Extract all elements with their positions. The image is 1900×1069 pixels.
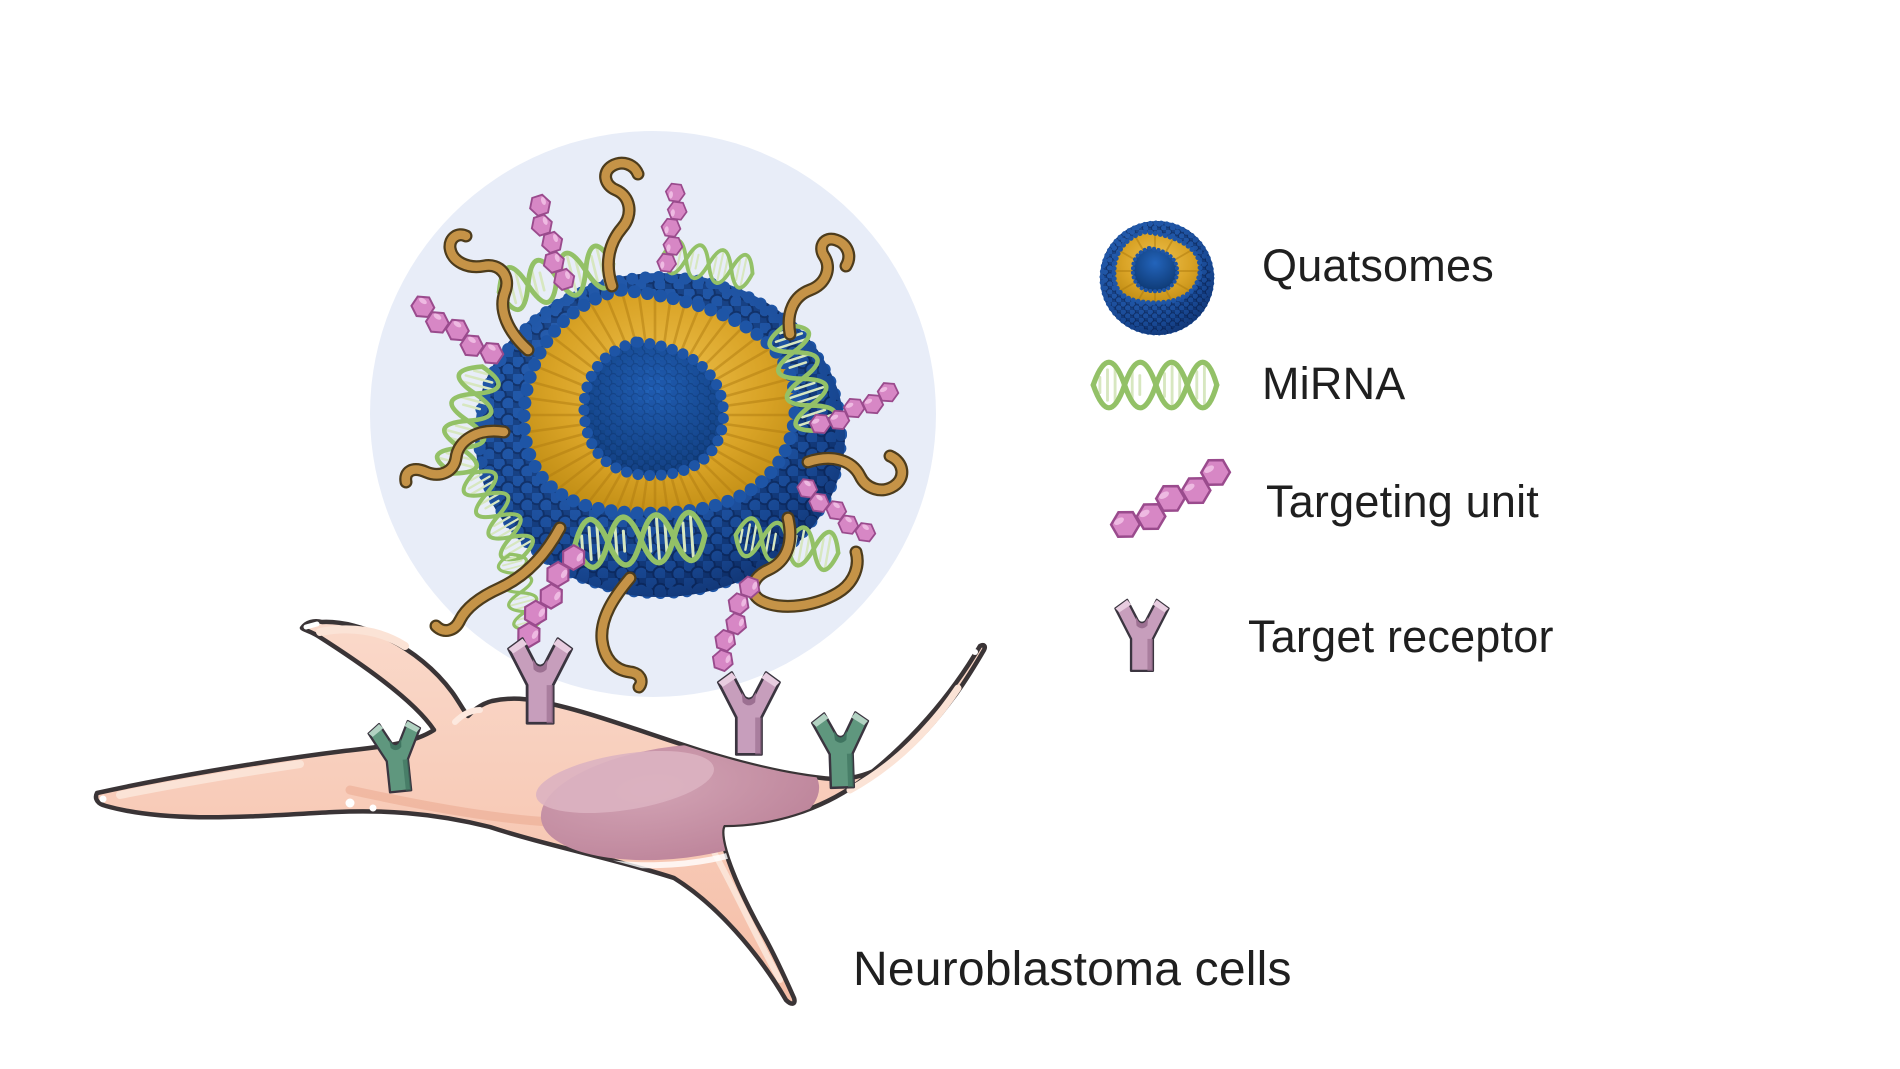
- legend-quatsome-icon: [1099, 220, 1215, 336]
- quatsome-vesicle: [473, 265, 847, 599]
- legend-label-target-receptor: Target receptor: [1248, 611, 1554, 662]
- legend-label-targeting-unit: Targeting unit: [1266, 476, 1539, 527]
- vesicle-cutaway-bilayer: [505, 265, 805, 565]
- cell-caption: Neuroblastoma cells: [853, 943, 1292, 996]
- legend-targeting-unit-icon: [1108, 454, 1237, 548]
- legend-target-receptor-icon: [1114, 598, 1170, 673]
- legend-label-quatsomes: Quatsomes: [1262, 240, 1494, 291]
- legend-mirna-icon: [1093, 362, 1217, 408]
- target-receptor-pink: [716, 671, 781, 756]
- legend-label-mirna: MiRNA: [1262, 358, 1406, 409]
